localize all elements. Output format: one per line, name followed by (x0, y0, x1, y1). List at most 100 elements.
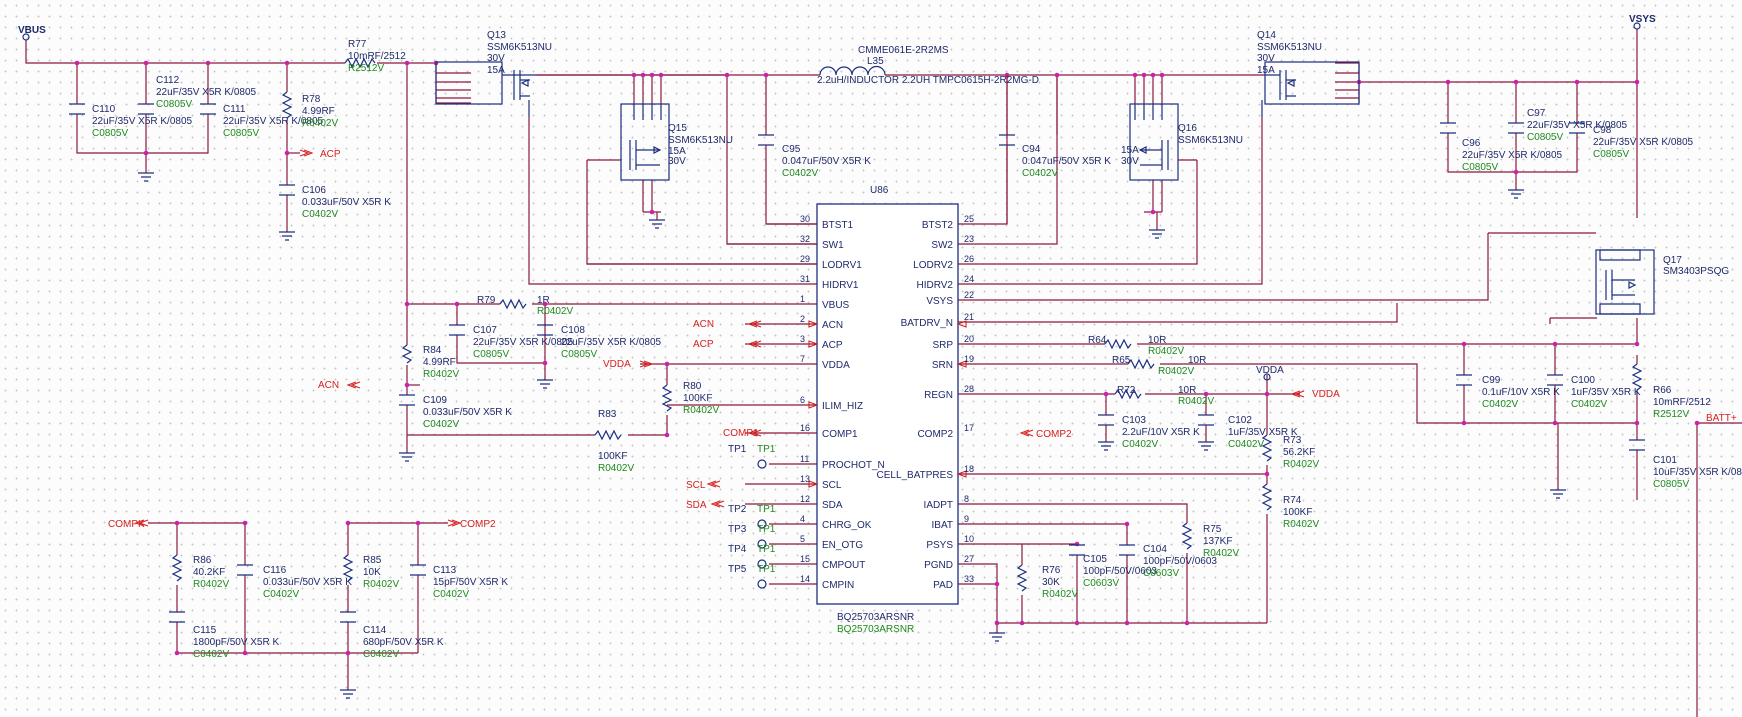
r77-value: 10mRF/2512 (348, 51, 406, 62)
ic-pin-name: ACN (822, 320, 843, 331)
gnd-symbol (1550, 489, 1566, 499)
ic-pin-number: 15 (800, 554, 810, 564)
resistors (171, 57, 1643, 592)
ic-pin-name: CMPIN (822, 580, 854, 591)
c101-ref: C101 (1653, 455, 1677, 466)
r77-footprint: R2512V (348, 63, 384, 74)
testpoint-label: TP1 (757, 444, 776, 455)
r77-ref: R77 (348, 39, 367, 50)
r80-footprint: R0402V (683, 405, 719, 416)
c116-footprint: C0402V (263, 589, 299, 600)
vbus-rail-label: VBUS (18, 25, 46, 36)
c96-value: 22uF/35V X5R K/0805 (1462, 150, 1563, 161)
ic-pin-number: 14 (800, 574, 810, 584)
c110-footprint: C0805V (92, 128, 128, 139)
ic-pin-labels: BTST130SW132LODRV129HIDRV131VBUS1ACN2ACP… (800, 214, 974, 591)
q13-volt: 30V (487, 53, 505, 64)
ic-pin-name: VBUS (822, 300, 850, 311)
ic-pin-name: IADPT (924, 500, 953, 511)
c114-ref: C114 (363, 625, 387, 636)
c105-footprint: C0603V (1083, 578, 1119, 589)
r83-symbol (594, 429, 622, 441)
r86-footprint: R0402V (193, 579, 229, 590)
c107-ref: C107 (473, 325, 497, 336)
gnd-symbol (537, 379, 553, 389)
r76-symbol (1016, 564, 1028, 592)
r72-ref: R72 (1117, 385, 1136, 396)
c106-value: 0.033uF/50V X5R K (302, 197, 391, 208)
c104-symbol (1119, 544, 1135, 556)
c114-value: 680pF/50V X5R K (363, 637, 444, 648)
net-flags (134, 149, 1305, 527)
c108-footprint: C0805V (561, 349, 597, 360)
r74-ref: R74 (1283, 495, 1302, 506)
r76-footprint: R0402V (1042, 589, 1078, 600)
grounds (138, 172, 1566, 699)
r80-ref: R80 (683, 381, 702, 392)
ic-pin-name: BATDRV_N (901, 318, 953, 329)
c110-symbol (69, 103, 85, 115)
r64-footprint: R0402V (1148, 346, 1184, 357)
gnd-symbol (1098, 441, 1114, 451)
c106-footprint: C0402V (302, 209, 338, 220)
c101-footprint: C0805V (1653, 479, 1689, 490)
q15-ref: Q15 (668, 123, 687, 134)
c109-footprint: C0402V (423, 419, 459, 430)
ic-pin-name: LODRV2 (913, 260, 953, 271)
testpoint-ref: TP2 (728, 504, 747, 515)
r84-ref: R84 (423, 345, 442, 356)
gnd-symbol (340, 689, 356, 699)
c106-symbol (279, 184, 295, 196)
q17-ref: Q17 (1663, 255, 1682, 266)
c109-value: 0.033uF/50V X5R K (423, 407, 512, 418)
c113-footprint: C0402V (433, 589, 469, 600)
inductor-l35 (819, 65, 886, 76)
q17-part: SM3403PSQG (1663, 266, 1729, 277)
q16-ref: Q16 (1178, 123, 1197, 134)
ic-pin-number: 12 (800, 494, 810, 504)
net-comp1: COMP1 (723, 428, 759, 439)
ic-pin-name: VSYS (926, 296, 953, 307)
net-acn-pin: ACN (693, 319, 714, 330)
c97-value: 22uF/35V X5R K/0805 (1527, 120, 1628, 131)
c95-symbol (758, 134, 774, 146)
r85-symbol (342, 554, 354, 582)
testpoint-ref: TP4 (728, 544, 747, 555)
r73-footprint: R0402V (1283, 459, 1319, 470)
net-comp2: COMP2 (1036, 429, 1072, 440)
r65-value: 10R (1188, 355, 1206, 366)
c103-ref: C103 (1122, 415, 1146, 426)
ic-pin-name: IBAT (932, 520, 953, 531)
q15-part: SSM6K513NU (668, 135, 733, 146)
ic-pin-name: SCL (822, 480, 842, 491)
c96-ref: C96 (1462, 138, 1481, 149)
gnd-symbol (279, 231, 295, 241)
r79-footprint: R0402V (537, 306, 573, 317)
c100-footprint: C0402V (1571, 399, 1607, 410)
ic-pin-number: 21 (964, 312, 974, 322)
r80-value: 100KF (683, 393, 712, 404)
ic-pin-name: SW1 (822, 240, 844, 251)
testpoint-label: TP1 (757, 524, 776, 535)
ic-pin-name: HIDRV1 (822, 280, 859, 291)
gnd-symbol (1508, 189, 1524, 199)
c103-footprint: C0402V (1122, 439, 1158, 450)
vsys-terminal (1633, 22, 1641, 30)
ic-pin-name: BTST2 (922, 220, 954, 231)
ic-pin-number: 20 (964, 334, 974, 344)
inductor-ref: L35 (867, 56, 884, 67)
c96-symbol (1440, 122, 1456, 134)
r66-value: 10mRF/2512 (1653, 397, 1711, 408)
ic-pin-number: 32 (800, 234, 810, 244)
r76-value: 30K (1042, 577, 1060, 588)
gnd-symbol (1198, 441, 1214, 451)
c110-value: 22uF/35V X5R K/0805 (92, 116, 193, 127)
c115-value: 1800pF/50V X5R K (193, 637, 279, 648)
c115-symbol (169, 611, 185, 623)
c104-value: 100pF/50V/0603 (1143, 556, 1217, 567)
ic-pin-name: SDA (822, 500, 843, 511)
r65-symbol (1127, 358, 1155, 370)
ic-pin-name: BTST1 (822, 220, 854, 231)
c104-ref: C104 (1143, 544, 1167, 555)
